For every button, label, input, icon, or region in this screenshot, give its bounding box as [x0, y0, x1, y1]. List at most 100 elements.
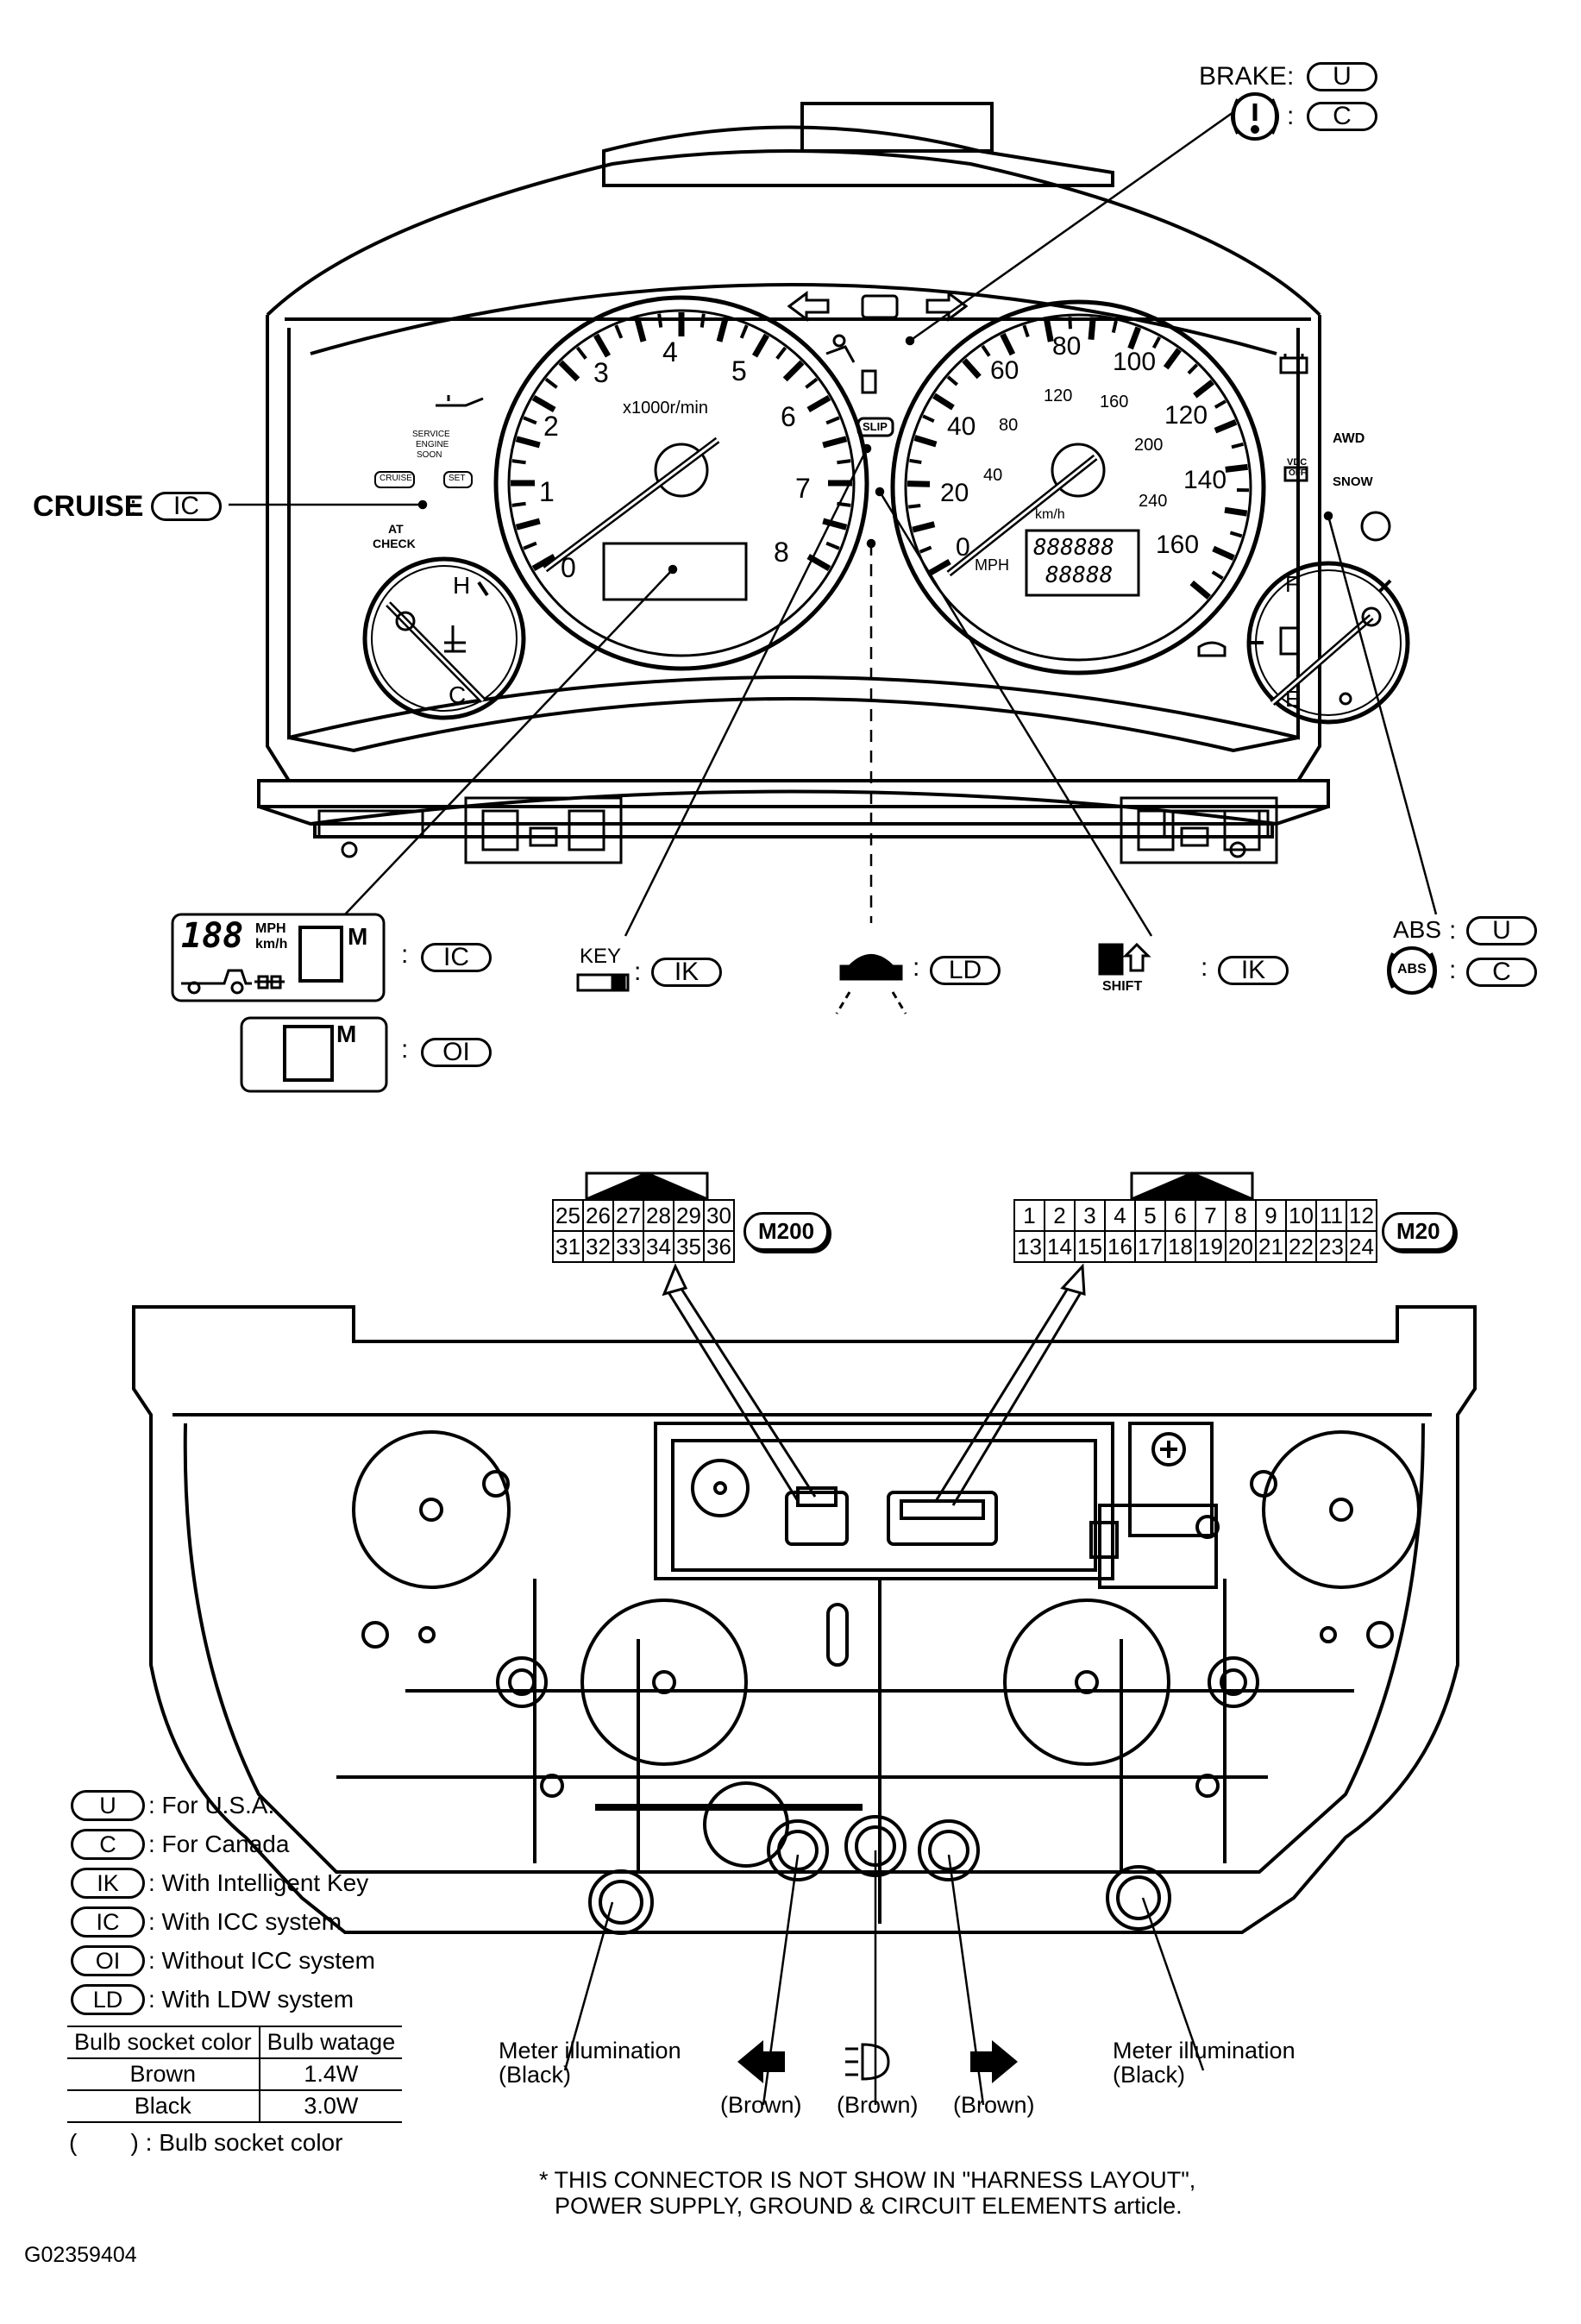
gauge-tick	[751, 333, 770, 358]
abs-colon-u: :	[1449, 916, 1457, 945]
tach-num: 6	[781, 401, 796, 432]
connector-pin: 26	[582, 1199, 614, 1232]
speed-num: 80	[1052, 332, 1082, 361]
abs-colon-c: :	[1449, 956, 1457, 984]
display-oi-colon: :	[401, 1035, 409, 1064]
fuel-e: E	[1285, 686, 1301, 712]
legend-item: LD : With LDW system	[71, 1984, 354, 2015]
bulb-socket-table: Bulb socket color Bulb watage Brown 1.4W…	[67, 2026, 403, 2123]
connector-pin: 17	[1134, 1230, 1166, 1263]
connector-pin: 27	[612, 1199, 644, 1232]
connector-pin: 6	[1164, 1199, 1196, 1232]
legend-text: : With LDW system	[148, 1986, 354, 2013]
gauge-tick	[981, 344, 991, 357]
gauge-tick	[1111, 320, 1118, 334]
gauge-tick	[1000, 332, 1016, 356]
brake-label: BRAKE	[1199, 62, 1287, 91]
speed-num: 60	[990, 356, 1019, 385]
gauge-tick	[907, 481, 931, 487]
gauge-tick	[531, 394, 556, 413]
gauge-tick	[932, 393, 955, 411]
cruise-code: IC	[151, 492, 222, 521]
turn-signal-icons	[787, 291, 969, 322]
speed-num: 20	[940, 479, 969, 507]
abs-icon-text: ABS	[1397, 962, 1427, 977]
gauge-tick	[716, 317, 729, 342]
gauge-tick	[825, 416, 840, 425]
display-oi-code: OI	[421, 1038, 492, 1067]
speed-kmh-num: 200	[1134, 436, 1164, 455]
gauge-tick	[575, 346, 587, 360]
awd-indicator: AWD	[1333, 431, 1365, 446]
gauge-tick	[822, 518, 848, 531]
shift-label: SHIFT	[1102, 979, 1143, 994]
odometer-bottom: 88888	[1045, 562, 1114, 588]
brake-colon-c: :	[1287, 102, 1295, 130]
cruise-indicator: CRUISE	[380, 474, 412, 483]
vdc-off-indicator: OFF	[1289, 468, 1306, 478]
brown-label: (Brown)	[720, 2092, 802, 2118]
cruise-label: CRUISE	[33, 490, 144, 523]
connector-pin: 28	[643, 1199, 674, 1232]
rear-connectors	[785, 1486, 998, 1546]
legend-text: : For U.S.A.	[148, 1792, 275, 1818]
gauge-tick	[919, 545, 932, 554]
connector-pin: 24	[1346, 1230, 1377, 1263]
bulb-note: ( ) : Bulb socket color	[69, 2129, 343, 2156]
rear-turn-right-icon	[970, 2040, 1018, 2083]
gauge-tick	[1231, 442, 1245, 449]
connector-pin: 29	[673, 1199, 705, 1232]
abs-code-u: U	[1466, 916, 1537, 945]
gauge-tick	[1224, 506, 1248, 517]
footnote-line: POWER SUPPLY, GROUND & CIRCUIT ELEMENTS …	[555, 2193, 1183, 2219]
gauge-tick	[593, 333, 612, 358]
connector-pin: 7	[1195, 1199, 1227, 1232]
service-engine-line: SOON	[417, 450, 442, 460]
gauge-tick	[822, 436, 848, 449]
brown-label: (Brown)	[953, 2092, 1035, 2118]
at-check-line: AT	[388, 522, 404, 536]
gauge-tick	[946, 375, 958, 386]
connector-pin: 23	[1315, 1230, 1347, 1263]
shift-colon: :	[1201, 953, 1208, 982]
connector-pin: 1	[1013, 1199, 1045, 1232]
speed-num: 40	[947, 412, 976, 441]
ldw-car-icon	[835, 954, 907, 1014]
speed-kmh-num: 40	[983, 466, 1003, 485]
gauge-tick	[922, 414, 935, 423]
gauge-tick	[515, 518, 541, 531]
gauge-tick	[614, 324, 624, 339]
shift-park-icon	[1098, 942, 1151, 976]
rear-bosses	[352, 1430, 1421, 1868]
set-indicator: SET	[449, 474, 466, 483]
legend-item: IC : With ICC system	[71, 1906, 342, 1938]
legend-code: OI	[71, 1945, 145, 1976]
speed-kmh-num: 160	[1100, 393, 1129, 411]
connector-pin: 19	[1195, 1230, 1227, 1263]
speed-kmh-num: 120	[1044, 386, 1073, 405]
gauge-tick	[962, 358, 982, 380]
connector-pin: 36	[703, 1230, 735, 1263]
tach-num: 5	[731, 355, 747, 386]
legend-code: C	[71, 1829, 145, 1860]
legend-item: U : For U.S.A.	[71, 1790, 274, 1821]
display-m: M	[348, 923, 368, 950]
connector-m200-label: M200	[743, 1212, 830, 1251]
bulb-header: Bulb socket color	[67, 2026, 260, 2059]
gauge-tick	[1163, 348, 1182, 370]
bulb-header: Bulb watage	[258, 2026, 403, 2059]
abs-label: ABS	[1393, 916, 1442, 943]
rear-turn-left-icon	[737, 2040, 785, 2083]
connector-pin: 21	[1255, 1230, 1287, 1263]
meter-illum-right-color: (Black)	[1113, 2062, 1186, 2088]
key-colon: :	[634, 958, 642, 986]
gauge-tick	[782, 360, 805, 382]
shift-code: IK	[1218, 956, 1289, 985]
gauge-tick	[1211, 570, 1224, 581]
connector-arrows	[662, 1263, 1086, 1506]
connector-pin: 10	[1285, 1199, 1317, 1232]
oil-icon	[436, 395, 484, 407]
connector-pin: 2	[1044, 1199, 1076, 1232]
connector-pin: 30	[703, 1199, 735, 1232]
